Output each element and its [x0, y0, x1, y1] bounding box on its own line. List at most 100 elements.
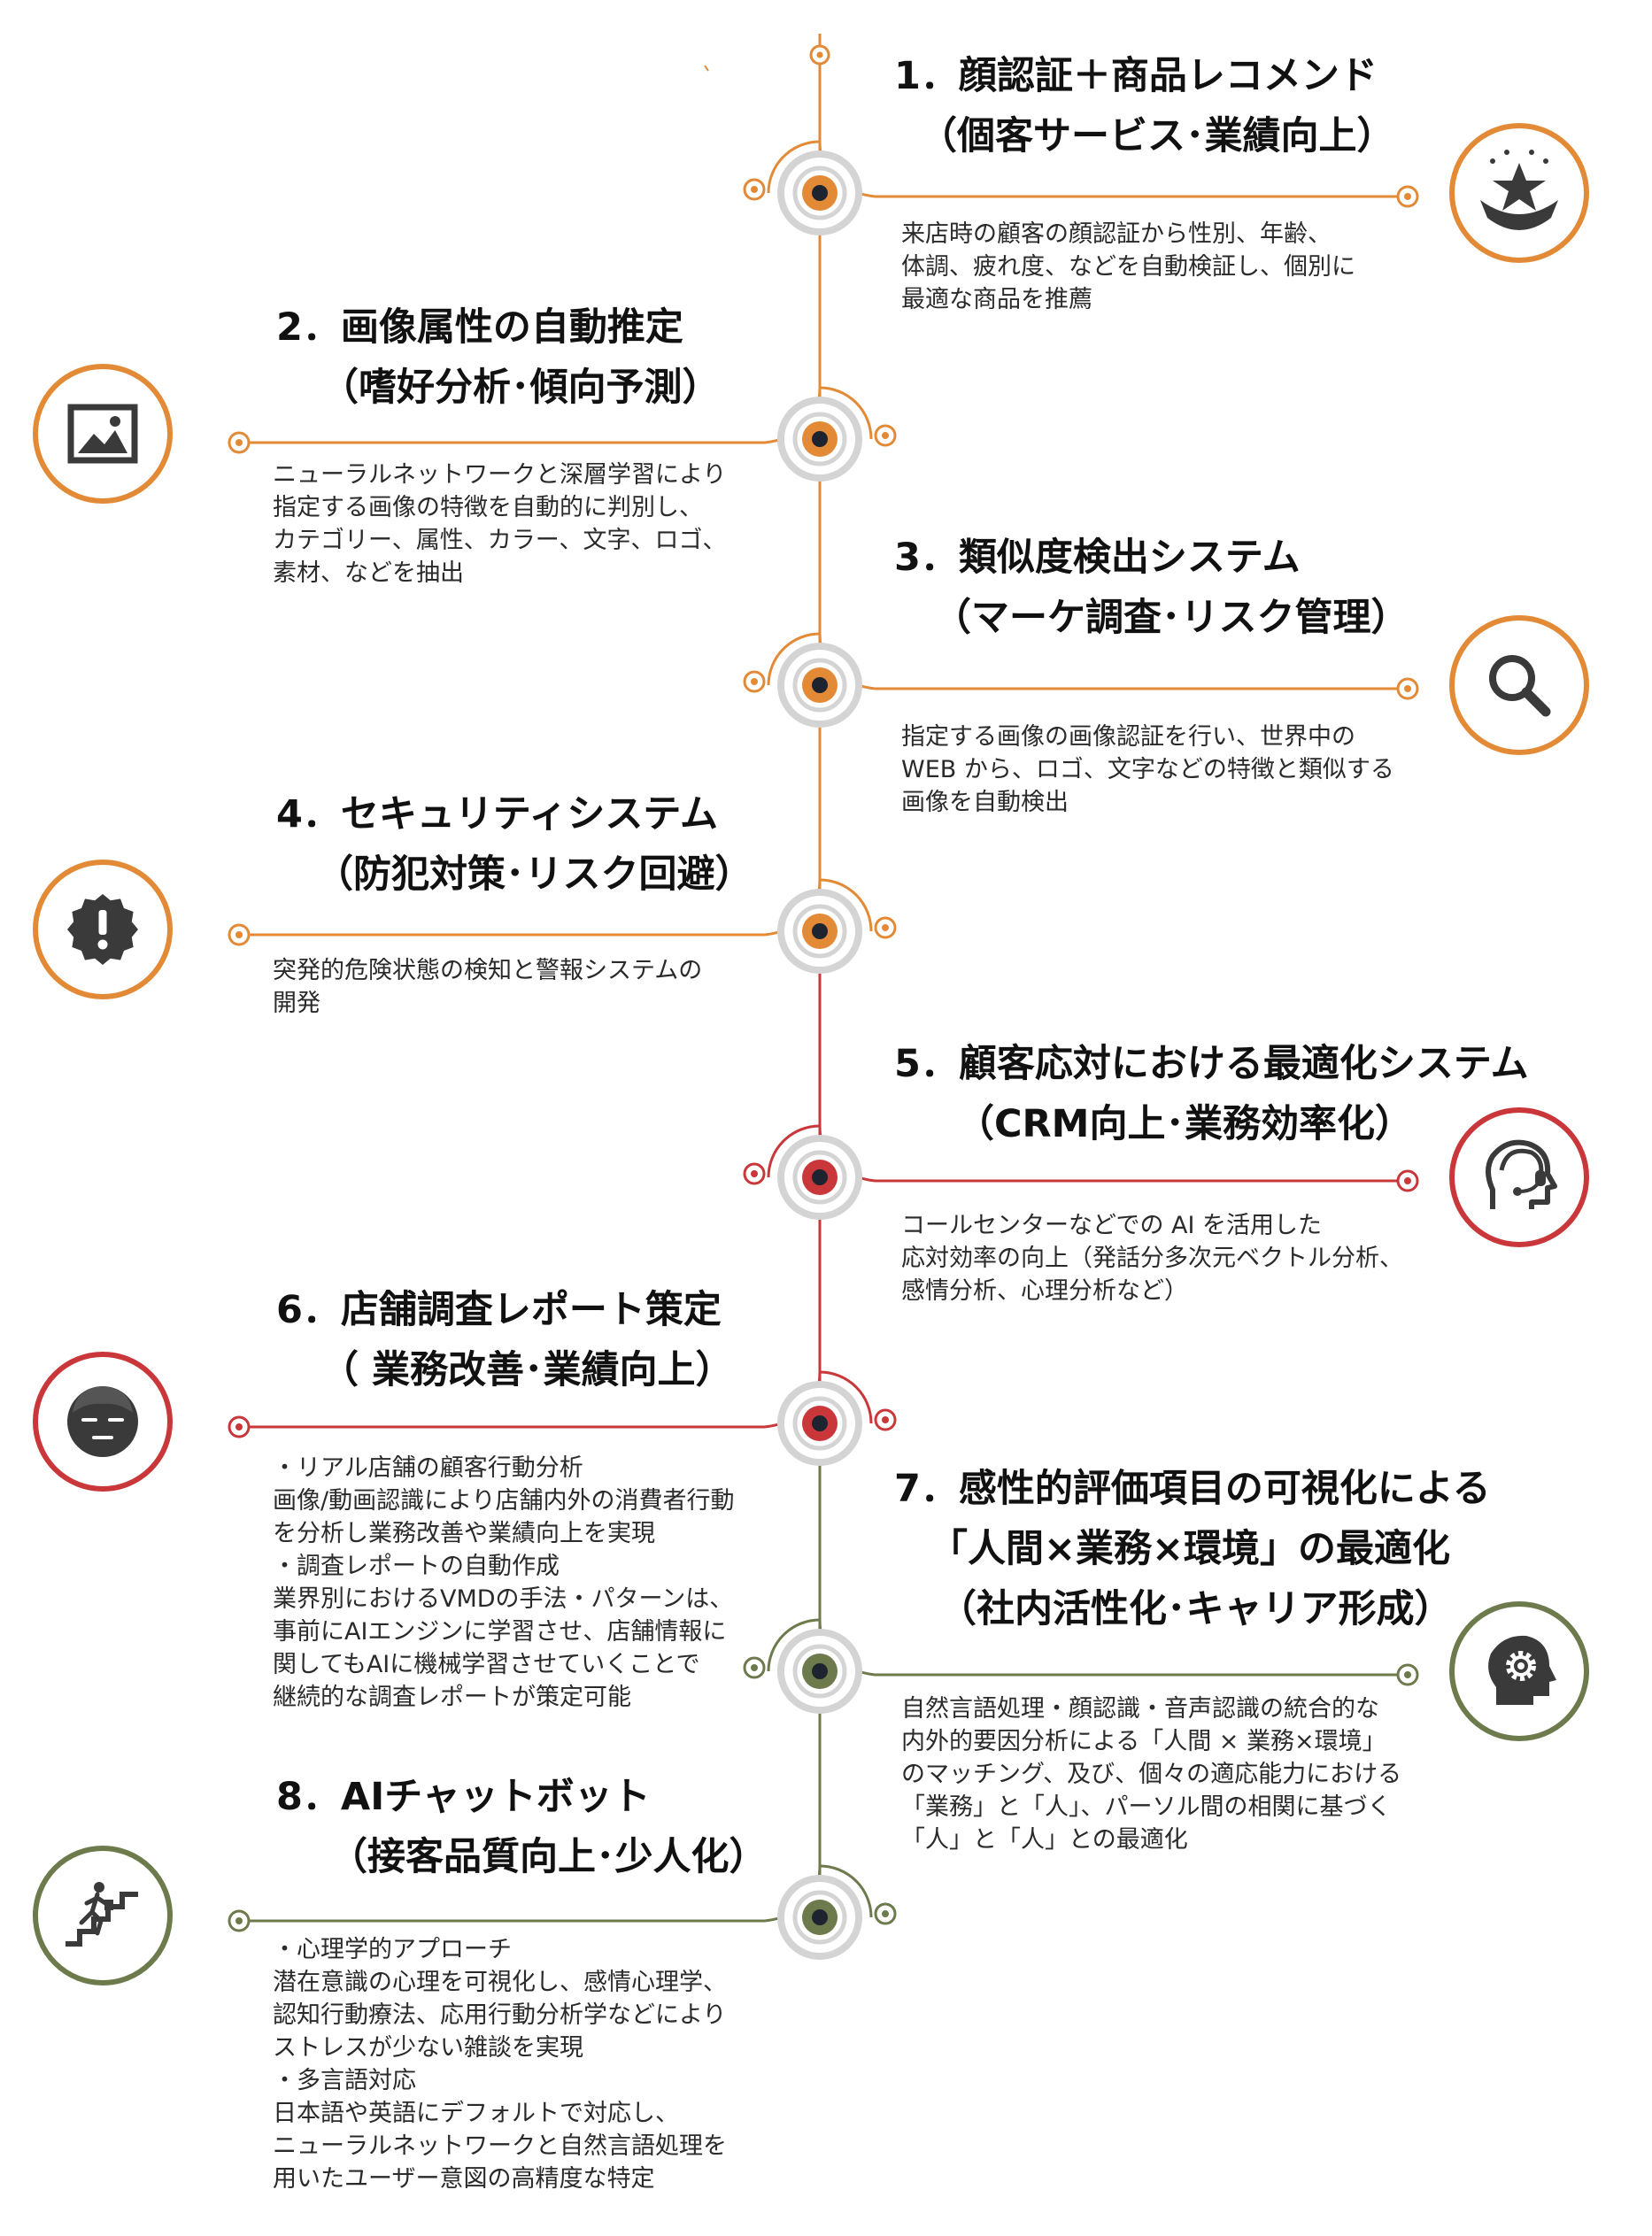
stairs-runner-icon [33, 1846, 173, 1985]
item-8-body-line: ニューラルネットワークと自然言語処理を [273, 2132, 727, 2160]
head-gear-icon [1449, 1601, 1589, 1741]
ribbon-shape [1480, 200, 1558, 230]
timeline-node-center [812, 923, 828, 939]
item-7-body-line: 「業務」と「人」、パーソル間の相関に基づく [901, 1793, 1392, 1821]
item-2-body-line: ニューラルネットワークと深層学習により [273, 461, 727, 489]
item-7-title-line-1: 7．感性的評価項目の可視化による [894, 1467, 1491, 1511]
handle [1521, 687, 1551, 717]
icon-circle [33, 1846, 173, 1985]
sparkle [1529, 150, 1534, 155]
timeline-node-center [812, 431, 828, 447]
item-7-title: 7．感性的評価項目の可視化による 「人間×業務×環境」の最適化 （社内活性化･キ… [894, 1459, 1620, 1639]
icon-circle [1449, 615, 1589, 755]
connector-dot-center [882, 1910, 889, 1917]
head-shape [1488, 1635, 1556, 1705]
item-1-title: 1．顔認証＋商品レコメンド （個客サービス･業績向上） [894, 46, 1425, 166]
item-5-title-line-2: （CRM向上･業務効率化） [956, 1102, 1413, 1146]
item-8-body-line: ストレスが少ない雑談を実現 [273, 2034, 583, 2062]
item-8-title-line-1: 8．AIチャットボット [276, 1775, 651, 1819]
connector-dot-center [1404, 193, 1411, 200]
earpiece [1535, 1170, 1546, 1186]
item-5-body: コールセンターなどでの AI を活用した 応対効率の向上（発話分多次元ベクトル分… [901, 1209, 1403, 1307]
star-badge-icon [1449, 123, 1589, 263]
item-2-title: 2．画像属性の自動推定 （嗜好分析･傾向予測） [276, 297, 772, 418]
timeline-node-center [812, 677, 828, 693]
item-6-body-line: を分析し業務改善や業績向上を実現 [273, 1520, 655, 1547]
item-8-title-line-2: （接客品質向上･少人化） [329, 1835, 768, 1879]
item-7-title-line-2: 「人間×業務×環境」の最適化 [930, 1527, 1451, 1571]
item-7-body-line: 自然言語処理・顔認識・音声認識の統合的な [901, 1695, 1379, 1723]
alert-icon [33, 860, 173, 999]
item-6-body-line: 画像/動画認識により店舗内外の消費者行動 [273, 1487, 735, 1515]
headset-icon [1449, 1107, 1589, 1247]
icon-circle [1449, 1107, 1589, 1247]
sparkle [1543, 158, 1548, 164]
item-4-body-line: 開発 [273, 990, 320, 1017]
exclaim-bar [98, 910, 107, 935]
item-5-title: 5．顧客応対における最適化システム （CRM向上･業務効率化） [894, 1034, 1620, 1154]
item-3-title-line-1: 3．類似度検出システム [894, 536, 1301, 580]
item-6-body-line: 継続的な調査レポートが策定可能 [273, 1684, 631, 1711]
item-2-body-line: 素材、などを抽出 [273, 559, 464, 587]
item-7-body-line: 内外的要因分析による「人間 × 業務×環境」 [901, 1728, 1386, 1755]
magnifier-icon [1449, 615, 1589, 755]
item-8-body-line: ・多言語対応 [273, 2067, 416, 2094]
runner-body [79, 1892, 111, 1936]
item-7-body-line: 「人」と「人」との最適化 [901, 1826, 1188, 1854]
timeline-node-center [812, 1663, 828, 1679]
node-arc [767, 1124, 821, 1178]
node-arc [767, 140, 821, 194]
node-arc [819, 1864, 873, 1918]
item-6-body-line: ・調査レポートの自動作成 [273, 1553, 560, 1580]
item-6-title: 6．店舗調査レポート策定 （ 業務改善･業績向上） [276, 1280, 772, 1400]
connector-dot-center [751, 678, 758, 685]
item-1-body-line: 体調、疲れ度、などを自動検証し、個別に [901, 253, 1355, 281]
connector-dot-center [1404, 1177, 1411, 1184]
item-1-title-line-1: 1．顔認証＋商品レコメンド [894, 54, 1378, 98]
gear-ring [1510, 1655, 1532, 1677]
item-1-body: 来店時の顧客の顔認証から性別、年齢、 体調、疲れ度、などを自動検証し、個別に 最… [901, 218, 1355, 316]
item-3-body: 指定する画像の画像認証を行い、世界中の WEB から、ロゴ、文字などの特徴と類似… [901, 721, 1394, 819]
item-8-body: ・心理学的アプローチ 潜在意識の心理を可視化し、感情心理学、 認知行動療法、応用… [273, 1933, 727, 2195]
timeline-node-center [812, 1415, 828, 1431]
hair [73, 1386, 133, 1413]
item-7-title-line-3: （社内活性化･キャリア形成） [938, 1587, 1453, 1631]
connector-dot-center [235, 439, 243, 446]
sparkle [1490, 158, 1495, 164]
item-2-body: ニューラルネットワークと深層学習により 指定する画像の特徴を自動的に判別し、 カ… [273, 459, 726, 590]
item-8-body-line: 日本語や英語にデフォルトで対応し、 [273, 2100, 679, 2127]
mic [1513, 1187, 1522, 1196]
item-3-title-line-2: （マーケ調査･リスク管理） [933, 596, 1409, 640]
timeline-node-center [812, 1909, 828, 1925]
connector-dot-center [1404, 685, 1411, 692]
item-4-title: 4．セキュリティシステム （防犯対策･リスク回避） [276, 784, 772, 905]
connector-dot-center [235, 1423, 243, 1430]
sparkle [1504, 150, 1509, 155]
connector-dot-center [882, 432, 889, 439]
item-2-body-line: 指定する画像の特徴を自動的に判別し、 [273, 494, 703, 521]
connector-dot-center [235, 1917, 243, 1924]
node-arc [767, 632, 821, 686]
item-6-body-line: ・リアル店舗の顧客行動分析 [273, 1454, 583, 1482]
head-outline [1486, 1139, 1557, 1209]
item-8-body-line: ・心理学的アプローチ [273, 1936, 512, 1963]
item-8-body-line: 用いたユーザー意図の高精度な特定 [273, 2165, 655, 2193]
connector-dot-center [751, 186, 758, 193]
item-1-title-line-2: （個客サービス･業績向上） [919, 114, 1395, 158]
item-3-body-line: 画像を自動検出 [901, 789, 1069, 816]
item-6-title-line-1: 6．店舗調査レポート策定 [276, 1288, 722, 1332]
item-6-body: ・リアル店舗の顧客行動分析 画像/動画認識により店舗内外の消費者行動 を分析し業… [273, 1452, 735, 1714]
connector-dot-center [882, 1416, 889, 1423]
item-3-body-line: WEB から、ロゴ、文字などの特徴と類似する [901, 756, 1394, 783]
item-2-title-line-1: 2．画像属性の自動推定 [276, 305, 683, 350]
item-3-body-line: 指定する画像の画像認証を行い、世界中の [901, 723, 1355, 751]
item-2-title-line-2: （嗜好分析･傾向予測） [320, 366, 721, 410]
stray-mark [704, 65, 709, 72]
image-icon [33, 364, 173, 504]
item-5-body-line: 応対効率の向上（発話分多次元ベクトル分析、 [901, 1245, 1403, 1272]
connector-dot-center [1404, 1671, 1411, 1678]
icon-circle [33, 364, 173, 504]
node-arc [767, 1618, 821, 1672]
item-6-body-line: 業界別におけるVMDの手法・パターンは、 [273, 1585, 734, 1613]
item-4-body-line: 突発的危険状態の検知と警報システムの [273, 957, 703, 984]
